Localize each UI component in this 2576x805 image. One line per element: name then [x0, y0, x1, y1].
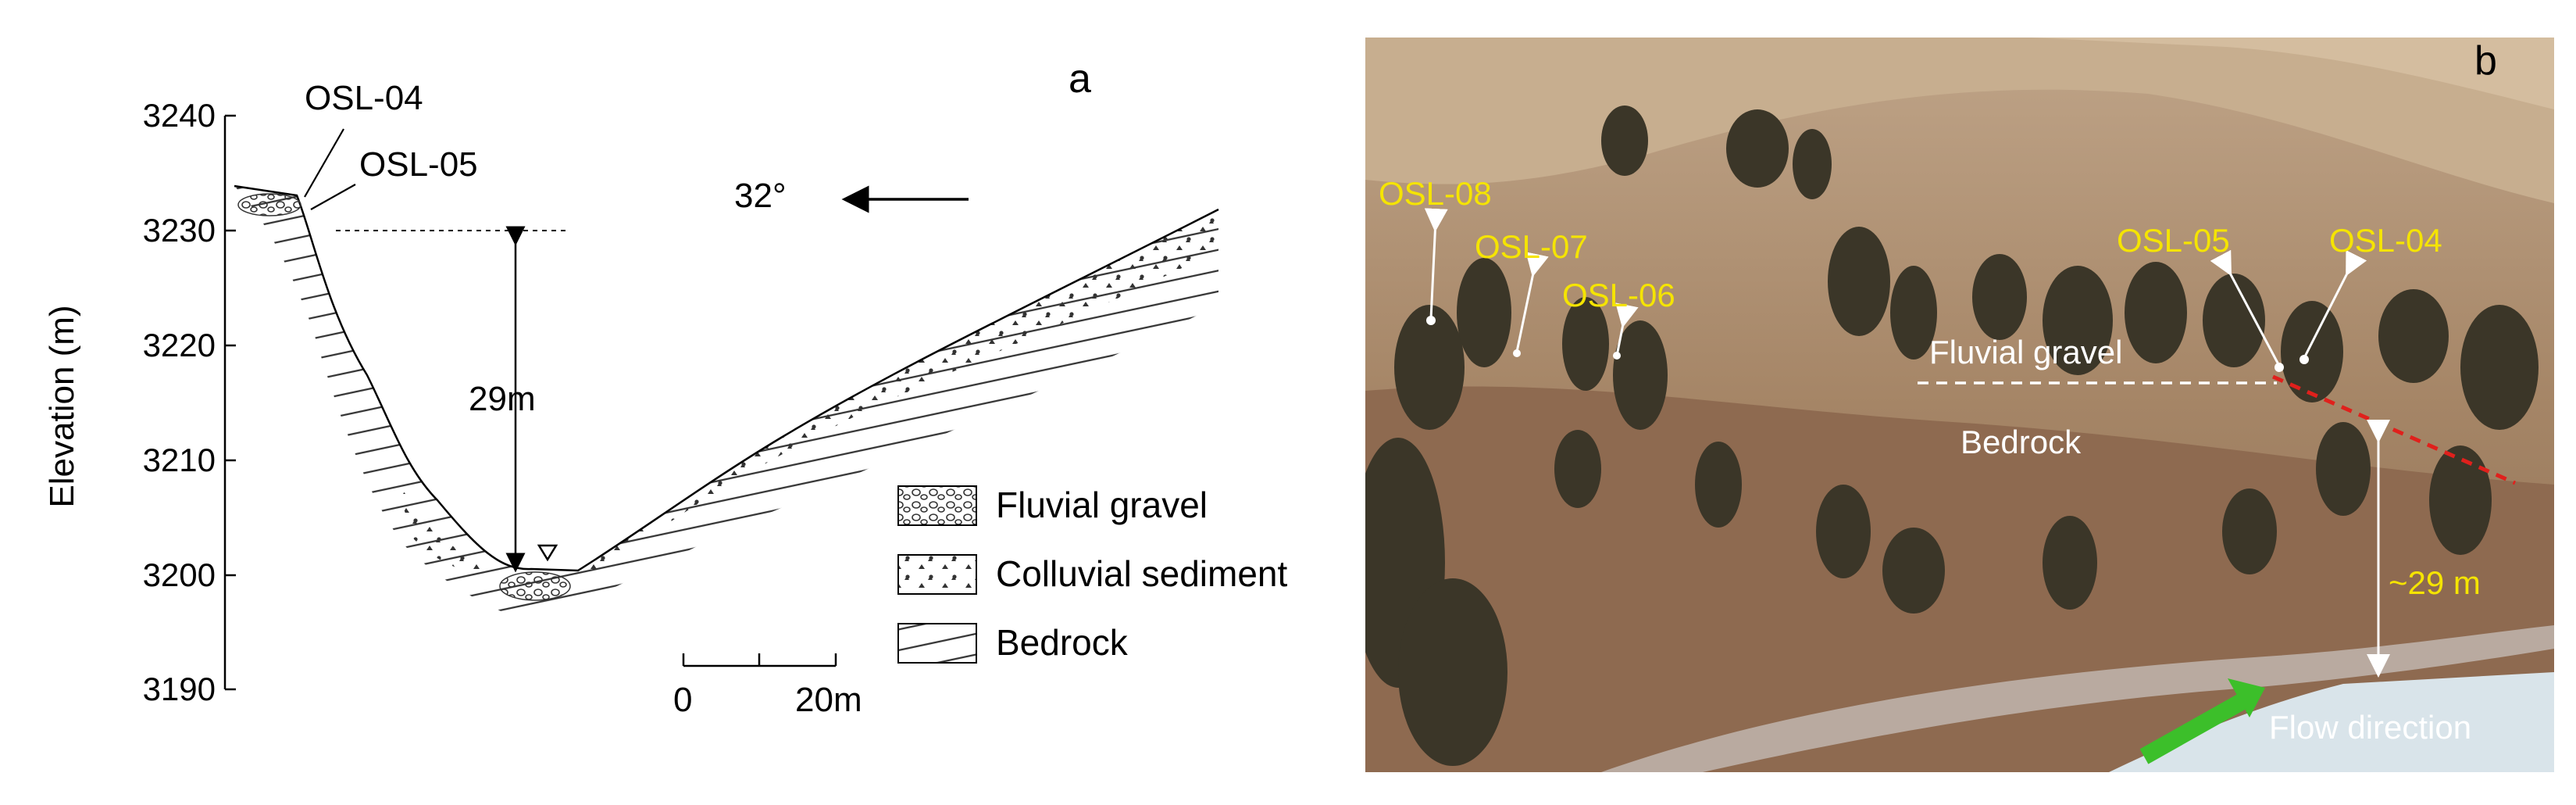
flow-arrow: [2139, 689, 2254, 764]
legend-swatch-colluvial-sediment: [897, 554, 977, 595]
distant-hills: [1365, 38, 2554, 203]
ground-surface: [234, 184, 1219, 572]
panel-b-label: b: [2474, 38, 2497, 84]
river: [2109, 672, 2554, 772]
height-label: 29m: [469, 380, 536, 418]
sample-point: [1426, 316, 1436, 325]
colluvial-left: [391, 469, 500, 573]
sample-label-osl-04: OSL-04: [305, 79, 423, 117]
sample-label-osl-05: OSL-05: [359, 145, 478, 184]
orientation-label: 32°: [734, 177, 787, 215]
y-axis-title: Elevation (m): [43, 305, 81, 507]
fluvial-gravel-label: Fluvial gravel: [1929, 334, 2122, 370]
bedrock-unit: [234, 186, 1218, 617]
panel-a-label: a: [1069, 56, 1091, 102]
trees: [1365, 106, 2539, 766]
gravel-top: [237, 193, 301, 216]
flow-arrow-head: [2228, 678, 2265, 717]
sample-label-osl-04: OSL-04: [2329, 222, 2442, 259]
water-level-icon: [537, 544, 558, 562]
scale-bar: [682, 653, 837, 667]
gravel-bottom: [499, 571, 571, 601]
y-tick-label: 3220: [143, 327, 216, 363]
sample-point: [2275, 363, 2284, 372]
sample-label-osl-06: OSL-06: [1562, 277, 1675, 313]
y-tick-label: 3210: [143, 442, 216, 478]
red-dashed-line: [2271, 374, 2517, 485]
y-tick-label: 3190: [143, 671, 216, 707]
y-axis-ticks: [225, 114, 236, 691]
scale-bar-start: 0: [673, 681, 692, 719]
y-tick-label: 3240: [143, 97, 216, 134]
sample-label-osl-08: OSL-08: [1379, 175, 1492, 212]
scale-bar-end: 20m: [795, 681, 862, 719]
legend-label: Bedrock: [996, 622, 1129, 663]
hill-ridge: [2031, 38, 2554, 109]
bedrock-label: Bedrock: [1961, 424, 2082, 460]
panel-b-photo: OSL-08 OSL-07 OSL-06 OSL-05 OSL-04 Fluvi…: [1365, 38, 2554, 772]
sample-pointers: [1424, 208, 2367, 367]
panel-a-cross-section: 3240 3230 3220 3210 3200 3190 Elevation …: [43, 56, 1287, 719]
colluvial-right: [578, 209, 1218, 578]
road: [1601, 625, 2554, 772]
flow-direction-label: Flow direction: [2269, 709, 2471, 746]
leader-line: [304, 128, 344, 198]
y-tick-label: 3230: [143, 212, 216, 249]
legend-swatch-fluvial-gravel: [897, 485, 977, 526]
sample-point: [1613, 352, 1621, 360]
legend-swatch-bedrock: [897, 623, 977, 664]
y-tick-label: 3200: [143, 556, 216, 593]
legend-label: Fluvial gravel: [996, 485, 1208, 525]
legend: Fluvial gravel Colluvial sediment Bedroc…: [897, 485, 1287, 664]
legend-label: Colluvial sediment: [996, 553, 1287, 594]
sample-label-osl-07: OSL-07: [1475, 228, 1588, 265]
height-label: ~29 m: [2389, 564, 2481, 601]
leader-line: [310, 184, 356, 210]
sample-point: [1513, 349, 1521, 357]
sample-point: [2299, 355, 2309, 364]
sample-label-osl-05: OSL-05: [2117, 222, 2230, 259]
